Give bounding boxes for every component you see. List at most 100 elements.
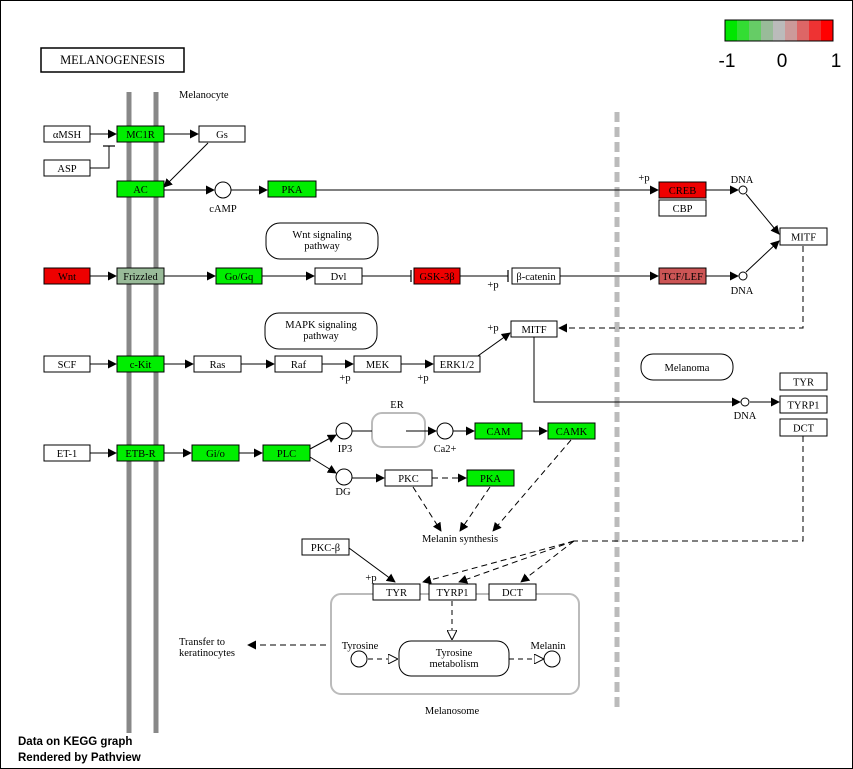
gene-node-dct2[interactable]: DCT bbox=[488, 583, 537, 601]
gene-node-etbr[interactable]: ETB-R bbox=[116, 444, 165, 462]
gene-label-erk: ERK1/2 bbox=[440, 360, 474, 371]
gene-box-etbr[interactable] bbox=[116, 444, 165, 462]
gene-box-tcflef[interactable] bbox=[658, 267, 707, 285]
gene-node-scf[interactable]: SCF bbox=[43, 355, 91, 373]
gene-box-erk[interactable] bbox=[433, 355, 481, 373]
gene-box-gsk3b[interactable] bbox=[413, 267, 461, 285]
gene-box-dct1[interactable] bbox=[779, 418, 828, 437]
gene-box-creb[interactable] bbox=[658, 181, 707, 199]
gene-box-wnt[interactable] bbox=[43, 267, 91, 285]
gene-box-cbp[interactable] bbox=[658, 199, 707, 217]
dna-node-2[interactable] bbox=[738, 271, 748, 281]
gene-node-gio[interactable]: Gi/o bbox=[191, 444, 240, 462]
gene-node-wnt[interactable]: Wnt bbox=[43, 267, 91, 285]
gene-box-gs[interactable] bbox=[198, 125, 246, 143]
gene-label-tyr2: TYR bbox=[386, 588, 407, 599]
gene-node-asp[interactable]: ASP bbox=[43, 159, 91, 177]
title-box bbox=[40, 47, 185, 73]
legend-frame bbox=[724, 19, 834, 42]
gene-box-pkcb[interactable] bbox=[301, 538, 350, 556]
gene-box-gio[interactable] bbox=[191, 444, 240, 462]
calcium-compound[interactable] bbox=[436, 422, 454, 440]
gene-box-tyr1[interactable] bbox=[779, 372, 828, 391]
gene-node-tyrp1b[interactable]: TYRP1 bbox=[428, 583, 477, 601]
gene-node-ckit[interactable]: c-Kit bbox=[116, 355, 165, 373]
gene-box-tyr2[interactable] bbox=[372, 583, 421, 601]
gene-box-pka1[interactable] bbox=[267, 180, 317, 198]
gene-node-et1[interactable]: ET-1 bbox=[43, 444, 91, 462]
gene-box-dvl[interactable] bbox=[314, 267, 363, 285]
gene-node-mitf2[interactable]: MITF bbox=[510, 320, 558, 338]
gene-box-ckit[interactable] bbox=[116, 355, 165, 373]
gene-box-et1[interactable] bbox=[43, 444, 91, 462]
mapk-pathway-box[interactable] bbox=[264, 312, 378, 350]
gene-node-ras[interactable]: Ras bbox=[193, 355, 242, 373]
gene-node-erk[interactable]: ERK1/2 bbox=[433, 355, 481, 373]
dna-node-3[interactable] bbox=[740, 397, 750, 407]
tyrosine-compound[interactable] bbox=[350, 650, 368, 668]
gene-box-pka2[interactable] bbox=[466, 469, 515, 487]
gene-node-pka1[interactable]: PKA bbox=[267, 180, 317, 198]
ip3-compound[interactable] bbox=[335, 422, 353, 440]
gene-box-tyrp1a[interactable] bbox=[779, 395, 828, 414]
gene-node-cbp[interactable]: CBP bbox=[658, 199, 707, 217]
wnt-pathway-box[interactable] bbox=[265, 222, 379, 260]
gene-box-frizzled[interactable] bbox=[116, 267, 165, 285]
gene-box-ac[interactable] bbox=[116, 180, 165, 198]
gene-label-gsk3b: GSK-3β bbox=[419, 272, 454, 283]
gene-box-mitf2[interactable] bbox=[510, 320, 558, 338]
gene-box-asp[interactable] bbox=[43, 159, 91, 177]
gene-node-frizzled[interactable]: Frizzled bbox=[116, 267, 165, 285]
gene-box-gogq[interactable] bbox=[215, 267, 263, 285]
gene-box-mitf1[interactable] bbox=[779, 227, 828, 246]
gene-node-amsh[interactable]: αMSH bbox=[43, 125, 91, 143]
gene-box-mek[interactable] bbox=[353, 355, 402, 373]
edge-mitf-dna3 bbox=[533, 337, 741, 407]
melanin-compound[interactable] bbox=[543, 650, 561, 668]
gene-box-cam[interactable] bbox=[474, 422, 523, 440]
gene-box-camk[interactable] bbox=[547, 422, 596, 440]
gene-box-amsh[interactable] bbox=[43, 125, 91, 143]
melanoma-box[interactable] bbox=[640, 353, 734, 381]
gene-node-tyr2[interactable]: TYR bbox=[372, 583, 421, 601]
camp-compound[interactable] bbox=[214, 181, 232, 199]
gene-node-raf[interactable]: Raf bbox=[274, 355, 323, 373]
gene-node-gsk3b[interactable]: GSK-3β bbox=[413, 267, 461, 285]
gene-node-gs[interactable]: Gs bbox=[198, 125, 246, 143]
gene-box-mc1r[interactable] bbox=[116, 125, 165, 143]
gene-label-mitf2: MITF bbox=[521, 325, 546, 336]
gene-box-tyrp1b[interactable] bbox=[428, 583, 477, 601]
gene-node-ac[interactable]: AC bbox=[116, 180, 165, 198]
gene-box-scf[interactable] bbox=[43, 355, 91, 373]
gene-node-mitf1[interactable]: MITF bbox=[779, 227, 828, 246]
gene-node-tcflef[interactable]: TCF/LEF bbox=[658, 267, 707, 285]
gene-node-tyrp1a[interactable]: TYRP1 bbox=[779, 395, 828, 414]
legend-swatch bbox=[809, 20, 822, 41]
dg-compound[interactable] bbox=[335, 468, 353, 486]
gene-node-dct1[interactable]: DCT bbox=[779, 418, 828, 437]
gene-node-camk[interactable]: CAMK bbox=[547, 422, 596, 440]
gene-node-pkcb[interactable]: PKC-β bbox=[301, 538, 350, 556]
gene-node-bcat[interactable]: β-catenin bbox=[511, 267, 561, 285]
gene-node-gogq[interactable]: Go/Gq bbox=[215, 267, 263, 285]
gene-node-pkc[interactable]: PKC bbox=[384, 469, 433, 487]
gene-node-cam[interactable]: CAM bbox=[474, 422, 523, 440]
gene-node-plc[interactable]: PLC bbox=[262, 444, 311, 462]
gene-node-mc1r[interactable]: MC1R bbox=[116, 125, 165, 143]
gene-node-creb[interactable]: CREB bbox=[658, 181, 707, 199]
dna-node-1[interactable] bbox=[738, 185, 748, 195]
gene-node-pka2[interactable]: PKA bbox=[466, 469, 515, 487]
gene-node-dvl[interactable]: Dvl bbox=[314, 267, 363, 285]
gene-box-dct2[interactable] bbox=[488, 583, 537, 601]
gene-node-tyr1[interactable]: TYR bbox=[779, 372, 828, 391]
gene-box-plc[interactable] bbox=[262, 444, 311, 462]
gene-label-dvl: Dvl bbox=[331, 272, 347, 283]
gene-node-mek[interactable]: MEK bbox=[353, 355, 402, 373]
gene-box-bcat[interactable] bbox=[511, 267, 561, 285]
gene-box-ras[interactable] bbox=[193, 355, 242, 373]
gene-box-pkc[interactable] bbox=[384, 469, 433, 487]
gene-box-raf[interactable] bbox=[274, 355, 323, 373]
gene-label-dct1: DCT bbox=[793, 424, 815, 435]
edge-plc-ip3 bbox=[309, 434, 337, 450]
